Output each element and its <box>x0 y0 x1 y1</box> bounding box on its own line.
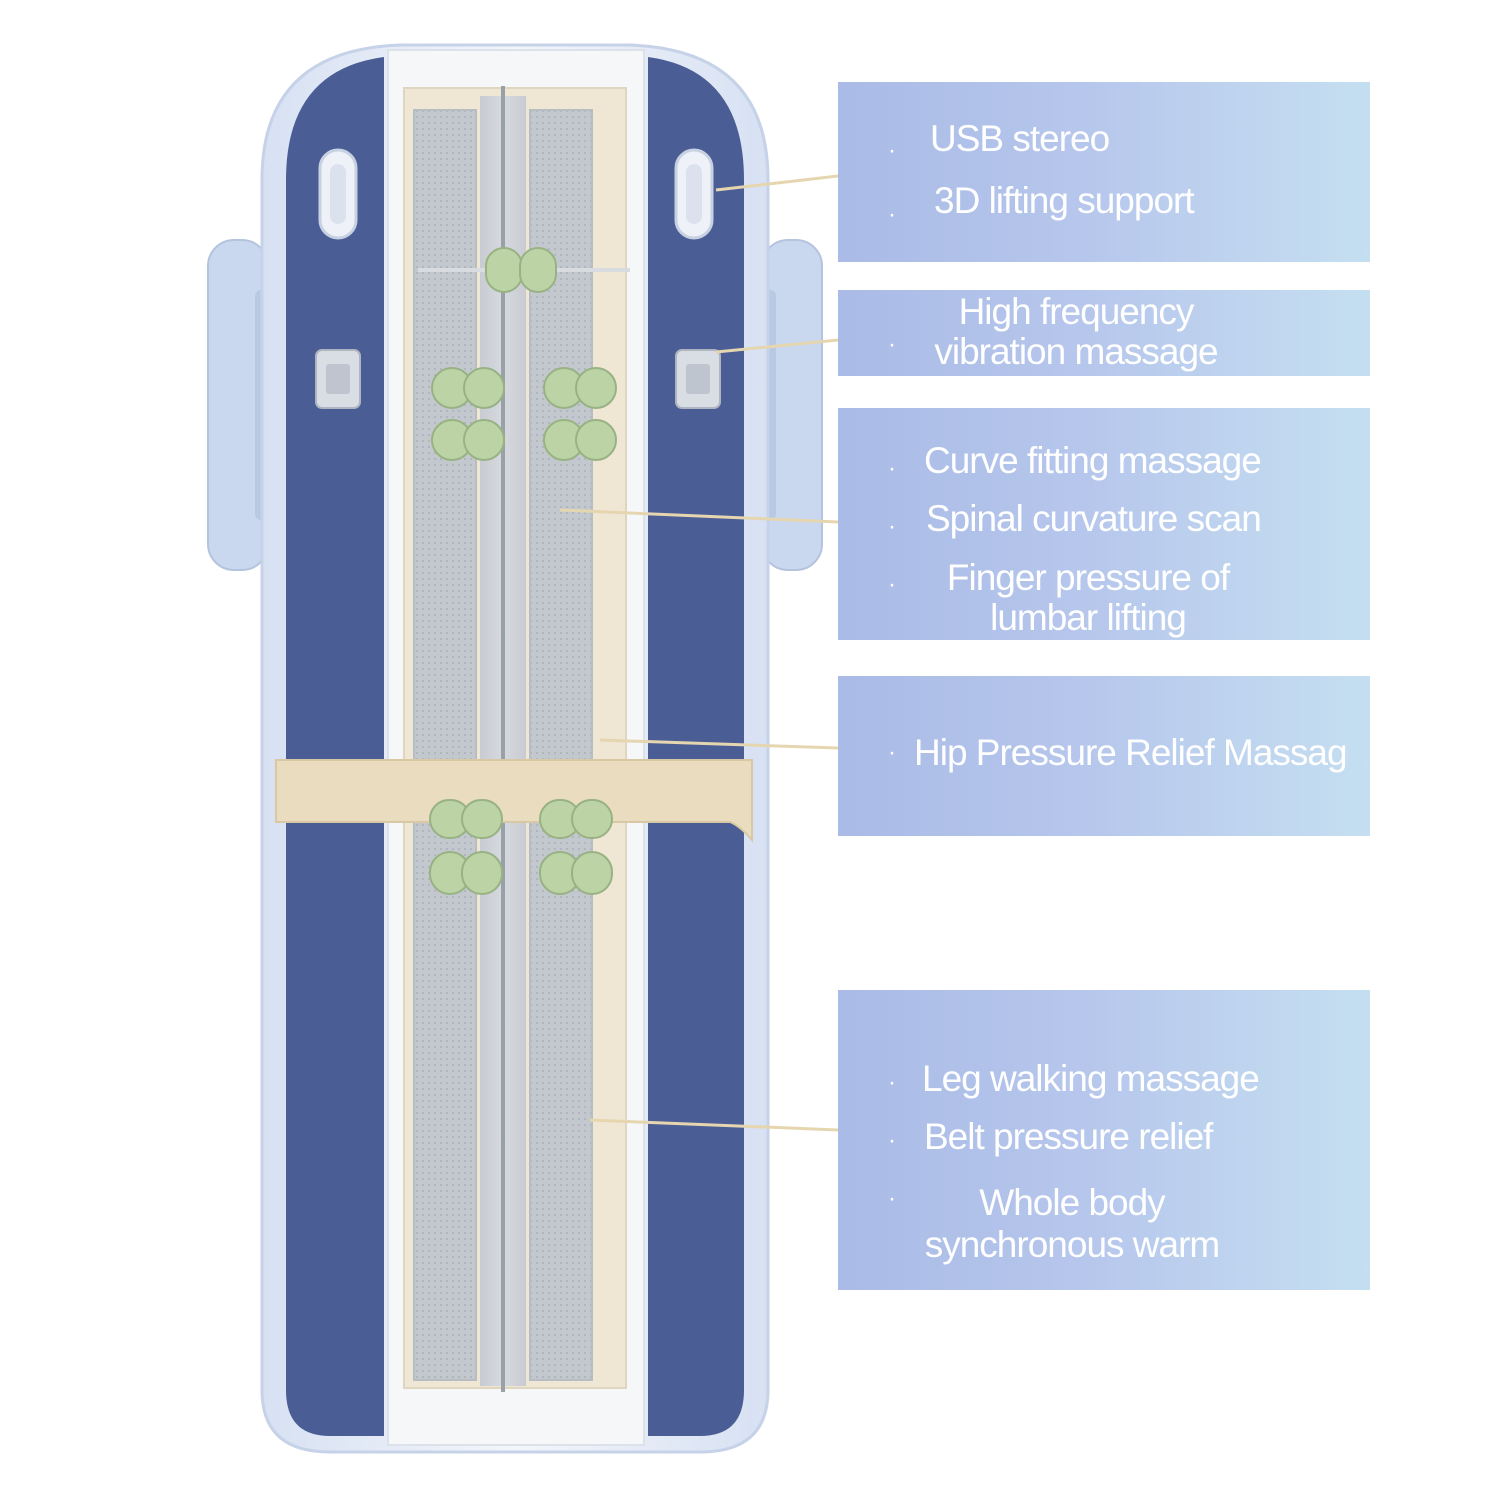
callout-curve-fitting: · Curve fitting massage · Spinal curvatu… <box>838 408 1370 640</box>
feature-label: Finger pressure of lumbar lifting <box>946 557 1230 638</box>
feature-label: 3D lifting support <box>934 180 1195 221</box>
leader-lines <box>559 174 839 1132</box>
bullet: · <box>888 513 896 540</box>
bullet: · <box>888 1069 896 1096</box>
bullet: · <box>888 739 896 766</box>
feature-label: Leg walking massage <box>922 1058 1260 1099</box>
feature-label: Spinal curvature scan <box>926 498 1262 539</box>
upper-rollers <box>431 247 617 461</box>
bullet: · <box>888 1127 896 1154</box>
callout-hip-relief: · Hip Pressure Relief Massag <box>838 676 1370 836</box>
bullet: · <box>888 331 896 358</box>
feature-label: High frequency vibration massage <box>934 291 1218 372</box>
feature-label: Belt pressure relief <box>924 1116 1213 1157</box>
callout-leg-walking: · Leg walking massage · Belt pressure re… <box>838 990 1370 1290</box>
lower-rollers <box>429 799 613 895</box>
feature-label: Whole body synchronous warm <box>924 1182 1221 1265</box>
callout-vibration: · High frequency vibration massage <box>838 290 1370 376</box>
bullet: · <box>888 571 896 598</box>
bullet: · <box>888 201 896 228</box>
bullet: · <box>888 455 896 482</box>
callout-usb-stereo: · USB stereo · 3D lifting support <box>838 82 1370 262</box>
blue-panel-left <box>286 57 384 1436</box>
feature-label: USB stereo <box>930 118 1110 159</box>
waist-belt <box>275 759 753 843</box>
feature-label: Hip Pressure Relief Massag <box>914 732 1348 773</box>
feature-label: Curve fitting massage <box>924 440 1262 481</box>
bullet: · <box>888 137 896 164</box>
bullet: · <box>888 1185 896 1212</box>
blue-panel-right <box>648 57 744 1436</box>
massage-tracks <box>413 86 630 1392</box>
